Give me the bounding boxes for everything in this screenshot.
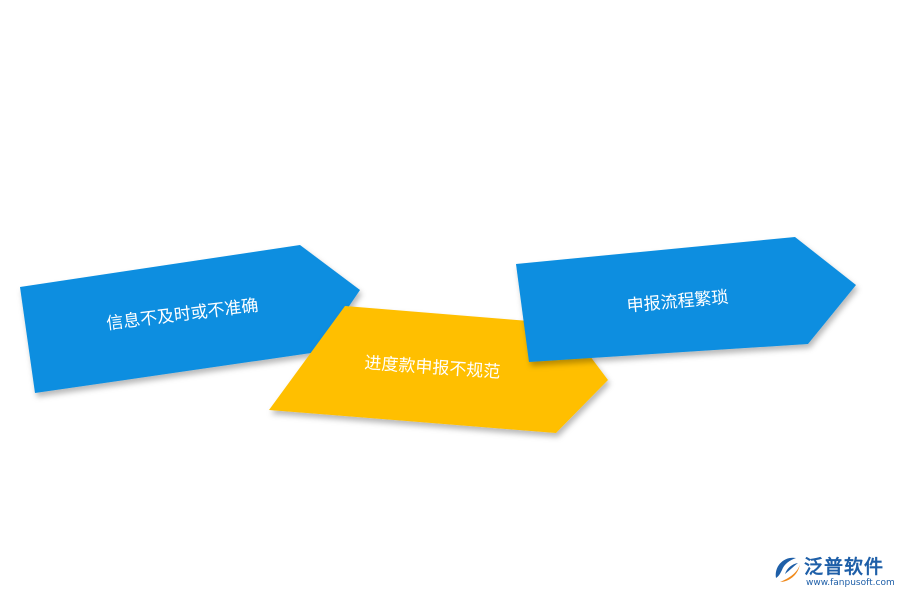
logo-url: www.fanpusoft.com	[806, 578, 895, 588]
arrow-progress-payment: 进度款申报不规范	[269, 306, 608, 433]
arrow-info-not-timely: 信息不及时或不准确	[20, 245, 360, 393]
arrow-process-cumbersome: 申报流程繁琐	[516, 237, 856, 362]
brand-logo: 泛普软件 www.fanpusoft.com	[764, 548, 896, 596]
fanpu-logo-icon	[775, 557, 800, 582]
logo-name: 泛普软件	[804, 556, 885, 578]
